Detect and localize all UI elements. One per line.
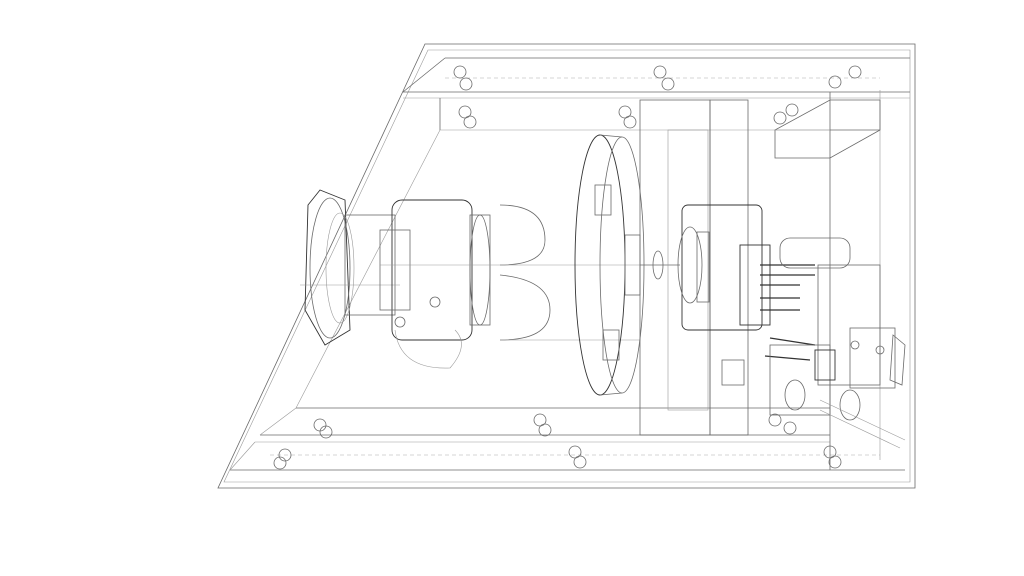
divider-panel bbox=[639, 99, 749, 436]
electronics-board bbox=[677, 204, 906, 449]
mounting-holes bbox=[273, 65, 862, 470]
fan-assembly bbox=[300, 189, 400, 346]
rotor-discs bbox=[574, 134, 680, 396]
corner-bracket bbox=[774, 99, 881, 159]
motor-housing bbox=[379, 199, 640, 369]
